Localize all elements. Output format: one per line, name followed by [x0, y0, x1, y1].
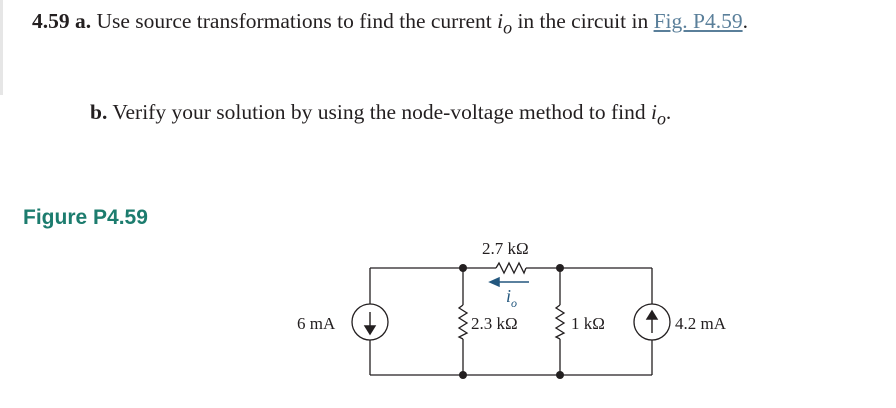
part-a-text: Use source transformations to find the c…	[96, 9, 492, 33]
resistor-2-7k	[495, 261, 527, 275]
resistor-1k	[554, 304, 566, 340]
label-right-resistor: 1 kΩ	[571, 314, 605, 333]
label-mid-resistor: 2.3 kΩ	[471, 314, 518, 333]
problem-part-a: 4.59 a. Use source transformations to fi…	[32, 9, 748, 38]
current-variable: io	[650, 100, 666, 129]
node-top-left	[459, 264, 467, 272]
label-left-source: 6 mA	[297, 314, 336, 333]
current-source-4-2ma	[633, 303, 671, 341]
part-a-text-after: in the circuit in	[517, 9, 649, 33]
page-edge-marker	[0, 0, 3, 95]
part-b-text: Verify your solution by using the node-v…	[112, 100, 646, 124]
node-bottom-right	[556, 371, 564, 379]
current-variable: io	[497, 9, 513, 38]
part-b-label: b.	[90, 100, 108, 124]
problem-number: 4.59	[32, 9, 70, 33]
label-right-source: 4.2 mA	[675, 314, 727, 333]
node-bottom-left	[459, 371, 467, 379]
label-top-resistor: 2.7 kΩ	[482, 239, 529, 258]
current-source-6ma	[351, 303, 389, 341]
node-top-right	[556, 264, 564, 272]
part-a-label: a.	[75, 9, 92, 33]
resistor-2-3k	[457, 304, 469, 340]
figure-link[interactable]: Fig. P4.59	[653, 9, 743, 33]
problem-part-b: b. Verify your solution by using the nod…	[90, 100, 672, 129]
figure-title: Figure P4.59	[23, 206, 148, 229]
label-current-io: io	[506, 286, 517, 310]
